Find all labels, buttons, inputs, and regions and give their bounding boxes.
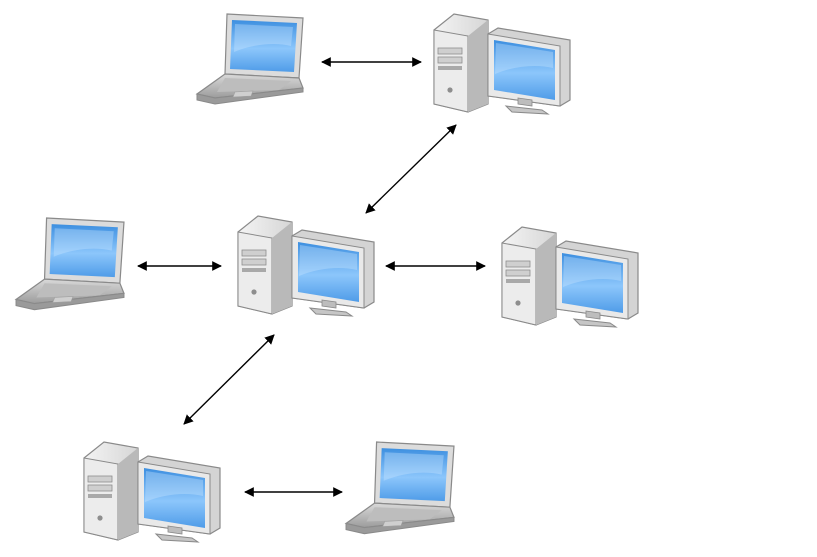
laptop-icon-laptop-top bbox=[195, 13, 304, 105]
desktop-computer-icon-desktop-center bbox=[237, 215, 375, 317]
arrow-desktop-top-to-desktop-center bbox=[365, 124, 457, 214]
desktop-computer-icon-desktop-bottom bbox=[83, 441, 221, 543]
arrow-desktop-center-to-desktop-bottom bbox=[183, 334, 275, 425]
desktop-computer-icon-desktop-top bbox=[433, 13, 571, 115]
desktop-computer-icon-desktop-right bbox=[501, 226, 639, 328]
nodes-layer bbox=[14, 13, 639, 543]
laptop-icon-laptop-left bbox=[14, 217, 125, 311]
laptop-icon-laptop-bottom bbox=[344, 441, 455, 535]
connections-layer bbox=[137, 57, 486, 497]
